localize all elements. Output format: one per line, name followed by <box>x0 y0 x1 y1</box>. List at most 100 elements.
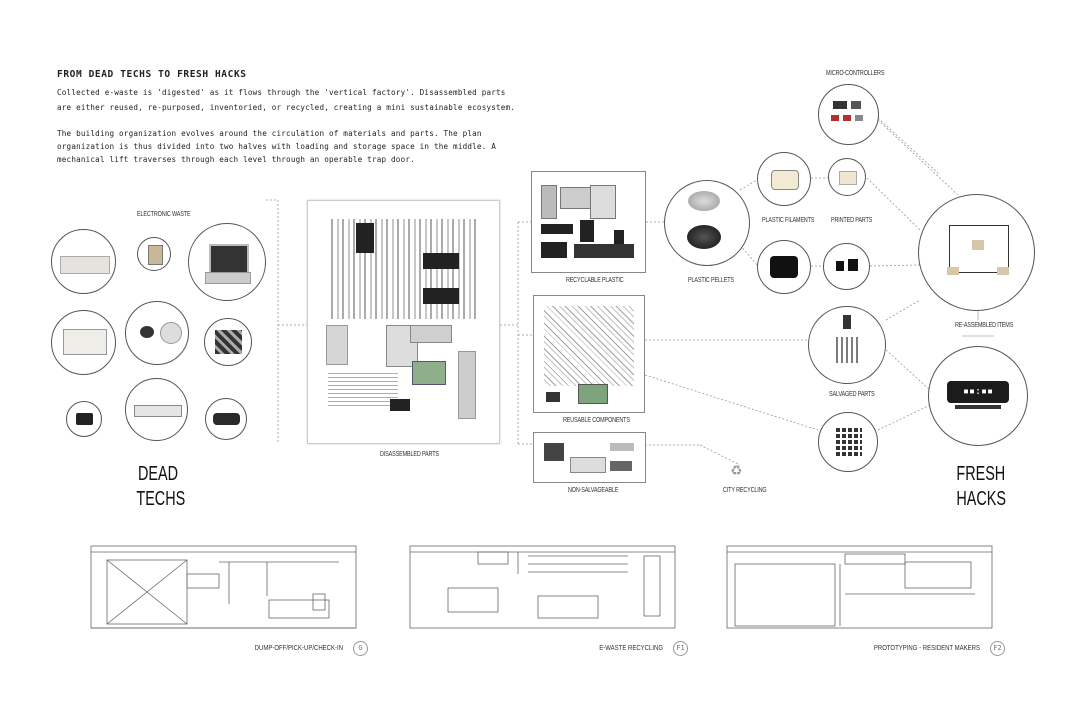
grey-shell <box>386 325 418 367</box>
long-part <box>458 351 476 419</box>
ground-floor-badge: G <box>353 641 368 656</box>
black-filament-circle <box>757 240 811 294</box>
red-module-icon <box>831 115 839 121</box>
floor-plan-second <box>726 545 993 629</box>
recyclable-plastic-image <box>531 171 646 273</box>
ewaste-printer-circle <box>51 310 116 375</box>
non-salvageable-label: NON-SALVAGEABLE <box>568 487 619 494</box>
grey-shell-2 <box>410 325 452 343</box>
toner-cartridge-icon <box>213 413 240 425</box>
dead-techs-title: DEAD TECHS <box>136 462 185 512</box>
printer-head-icon <box>972 240 984 250</box>
ewaste-dvd-player-circle <box>125 378 188 441</box>
reassembled-items-label: RE-ASSEMBLED ITEMS <box>955 322 1014 329</box>
intro-line-2: are either reused, re-purposed, inventor… <box>57 103 516 112</box>
black-printed-part-2-icon <box>848 259 858 271</box>
cables-icon <box>215 330 242 354</box>
white-filament-spool-icon <box>771 170 799 190</box>
red-module-2-icon <box>843 115 851 121</box>
disassembled-parts-label: DISASSEMBLED PARTS <box>380 451 439 458</box>
organization-line-2: organization is thus divided into two ha… <box>57 142 497 151</box>
salvaged-parts-circle <box>808 306 886 384</box>
first-floor-name: E-WASTE RECYCLING <box>599 643 663 652</box>
reassembled-printer-circle <box>918 194 1035 311</box>
fresh-hacks-title: FRESH HACKS <box>956 462 1007 512</box>
ewaste-cartridge-circle <box>205 398 247 440</box>
controller-board-2-icon <box>851 101 861 109</box>
keycaps-icon <box>836 428 862 456</box>
city-recycling-label: CITY RECYCLING <box>723 487 767 494</box>
second-floor-label: PROTOTYPING - RESIDENT MAKERS <box>868 643 980 652</box>
recycle-icon: ♻ <box>731 459 742 480</box>
dark-component <box>356 223 374 253</box>
phone-icon <box>148 245 163 265</box>
black-printed-part-1-icon <box>836 261 844 271</box>
recyclable-plastic-label: RECYCLABLE PLASTIC <box>566 277 624 284</box>
ground-floor-name: DUMP-OFF/PICK-UP/CHECK-IN <box>254 643 343 652</box>
printer-foot-right-icon <box>997 267 1009 275</box>
clock-stand-icon <box>955 405 1001 409</box>
ewaste-laptop-circle <box>188 223 266 301</box>
small-chip <box>546 392 560 402</box>
plastic-filaments-label: PLASTIC FILAMENTS <box>762 217 815 224</box>
plastic-part-1 <box>541 185 557 219</box>
black-module <box>423 253 459 269</box>
plastic-part-7 <box>541 242 567 258</box>
fresh-word: FRESH <box>956 463 1006 485</box>
ewaste-mouse-circle <box>125 301 189 365</box>
electronic-waste-label: ELECTRONIC WASTE <box>137 211 191 218</box>
ewaste-cables-circle <box>204 318 252 366</box>
plastic-pellets-circle <box>664 180 750 266</box>
circuit-board <box>412 361 446 385</box>
green-board <box>578 384 608 404</box>
ewaste-desktop-circle <box>51 229 116 294</box>
printed-part-icon <box>839 171 857 185</box>
hacks-word: HACKS <box>956 488 1007 510</box>
disassembled-parts-image <box>307 200 500 444</box>
salvaged-parts-cluster-icon <box>833 337 861 363</box>
reusable-components-image <box>533 295 645 413</box>
small-device-icon <box>76 413 93 425</box>
junk-part-3 <box>610 443 634 451</box>
junk-part-2 <box>570 457 606 473</box>
laptop-base-icon <box>205 272 251 284</box>
printed-parts-circle <box>828 158 866 196</box>
black-module-2 <box>423 288 459 304</box>
plastic-part-8 <box>574 244 634 258</box>
disc-icon <box>160 322 182 344</box>
white-filament-circle <box>757 152 811 206</box>
black-printed-parts-circle <box>823 243 870 290</box>
floor-plan-first <box>409 545 676 629</box>
3d-printer-frame-icon <box>949 225 1009 273</box>
components-grid <box>544 306 634 386</box>
laptop-screen-icon <box>209 244 249 274</box>
salvaged-parts-label: SALVAGED PARTS <box>829 391 875 398</box>
grey-casing <box>326 325 348 365</box>
non-salvageable-image <box>533 432 646 483</box>
junk-part-4 <box>610 461 632 471</box>
controller-board-icon <box>833 101 847 109</box>
grey-module-icon <box>855 115 863 121</box>
printer-foot-left-icon <box>947 267 959 275</box>
small-parts-grid <box>328 219 478 319</box>
plastic-part-6 <box>614 230 624 250</box>
first-floor-badge: F1 <box>673 641 688 656</box>
dead-word: DEAD <box>137 463 179 485</box>
ground-floor-label: DUMP-OFF/PICK-UP/CHECK-IN <box>229 643 343 652</box>
printed-parts-label: PRINTED PARTS <box>831 217 873 224</box>
printer-icon <box>63 329 107 355</box>
junk-part-1 <box>544 443 564 461</box>
micro-controllers-label: MICRO-CONTROLLERS <box>826 70 885 77</box>
black-clip <box>390 399 410 411</box>
keys-circle <box>818 412 878 472</box>
organization-line-3: mechanical lift traverses through each l… <box>57 155 415 164</box>
plastic-part-3 <box>590 185 616 219</box>
micro-controllers-circle <box>818 84 879 145</box>
black-pellets-icon <box>687 225 721 249</box>
intro-line-1: Collected e-waste is 'digested' as it fl… <box>57 88 506 97</box>
reusable-components-label: REUSABLE COMPONENTS <box>563 417 630 424</box>
mouse-icon <box>140 326 154 338</box>
plastic-part-5 <box>580 220 594 242</box>
first-floor-label: E-WASTE RECYCLING <box>575 643 663 652</box>
